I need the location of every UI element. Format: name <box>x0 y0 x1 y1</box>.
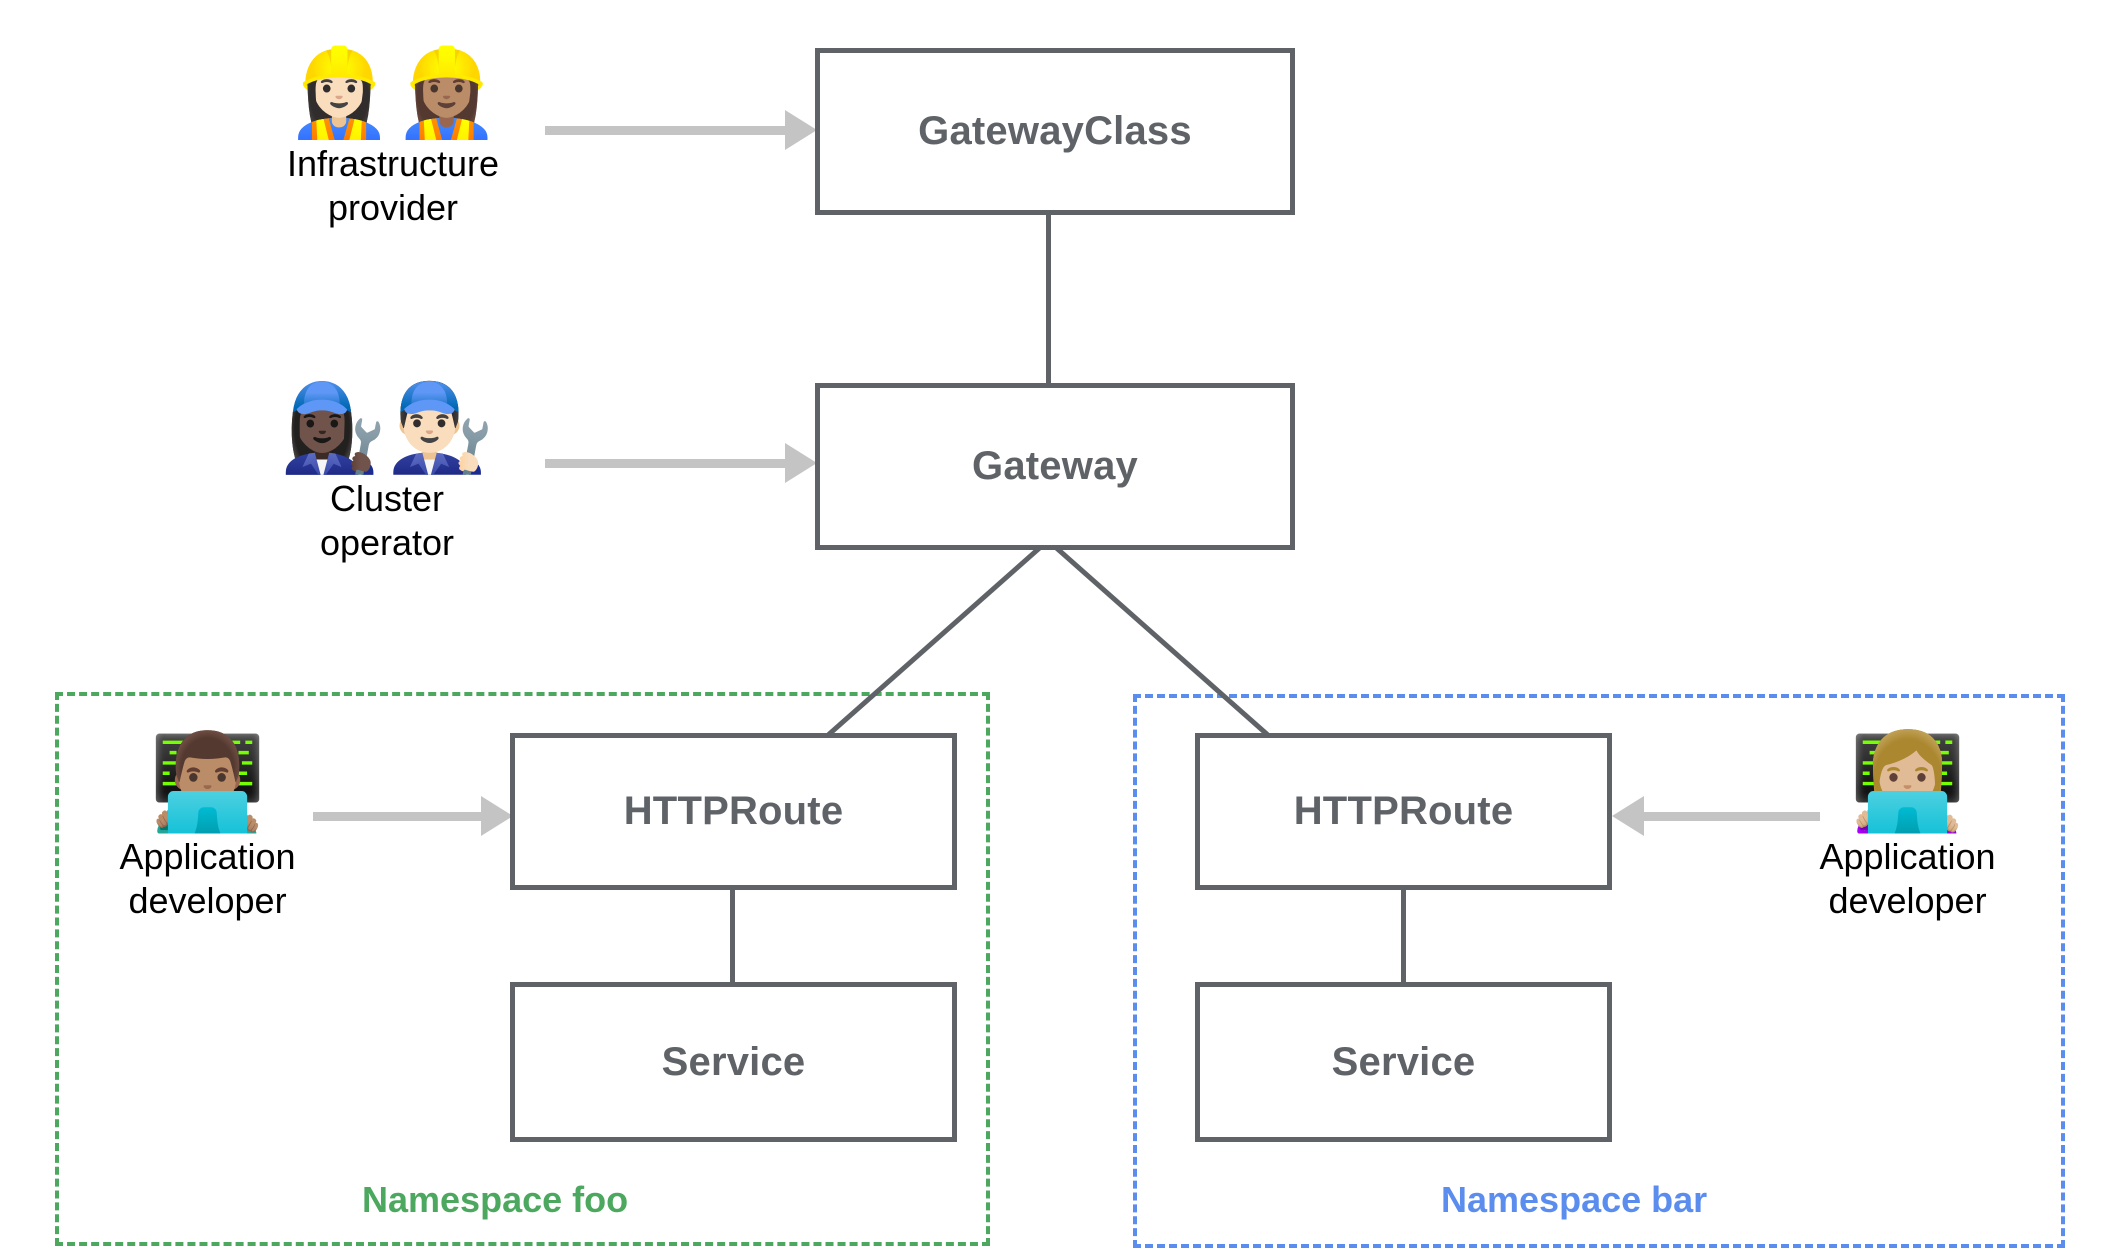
persona-cluster-operator-label: Cluster operator <box>319 478 455 563</box>
persona-app-developer-foo-icons: 👨🏽‍💻 <box>100 735 315 829</box>
persona-app-developer-bar: 👩🏼‍💻 Application developer <box>1800 735 2015 923</box>
node-gatewayclass[interactable]: GatewayClass <box>815 48 1295 215</box>
namespace-group-bar <box>1133 694 2065 1248</box>
persona-app-developer-foo: 👨🏽‍💻 Application developer <box>100 735 315 923</box>
woman-construction-worker-light-icon: 👷🏻‍♀️ <box>285 45 393 141</box>
persona-infrastructure-provider-label: Infrastructure provider <box>286 143 500 228</box>
namespace-foo-label: Namespace foo <box>362 1179 629 1220</box>
node-gateway-label: Gateway <box>972 444 1138 488</box>
arrow-right-icon <box>785 443 817 483</box>
connector-httproute-service-foo <box>730 888 735 984</box>
node-service-foo[interactable]: Service <box>510 982 957 1142</box>
node-gateway[interactable]: Gateway <box>815 383 1295 550</box>
woman-mechanic-dark-icon: 👩🏿‍🔧 <box>279 380 387 476</box>
node-service-foo-label: Service <box>661 1039 806 1084</box>
arrow-devbar-to-httproute <box>1612 796 1820 836</box>
arrow-left-icon <box>1612 796 1644 836</box>
man-technologist-medium-icon: 👨🏽‍💻 <box>148 729 267 834</box>
connector-gatewayclass-gateway <box>1046 213 1051 385</box>
man-mechanic-light-icon: 👨🏻‍🔧 <box>387 380 495 476</box>
arrow-shaft <box>313 812 481 821</box>
node-gatewayclass-label: GatewayClass <box>918 109 1192 153</box>
connector-httproute-service-bar <box>1401 888 1406 984</box>
arrow-shaft <box>545 459 785 468</box>
namespace-group-foo <box>55 692 990 1246</box>
woman-technologist-light-icon: 👩🏼‍💻 <box>1848 729 1967 834</box>
arrow-right-icon <box>785 110 817 150</box>
node-httproute-foo[interactable]: HTTPRoute <box>510 733 957 890</box>
node-httproute-bar[interactable]: HTTPRoute <box>1195 733 1612 890</box>
persona-cluster-operator-icons: 👩🏿‍🔧👨🏻‍🔧 <box>262 385 512 471</box>
arrow-right-icon <box>481 796 513 836</box>
node-httproute-bar-label: HTTPRoute <box>1293 789 1514 833</box>
persona-infrastructure-provider-icons: 👷🏻‍♀️👷🏽‍♀️ <box>268 50 518 136</box>
persona-cluster-operator: 👩🏿‍🔧👨🏻‍🔧 Cluster operator <box>262 385 512 565</box>
namespace-bar-label: Namespace bar <box>1441 1179 1708 1220</box>
persona-app-developer-bar-label: Application developer <box>1819 836 1996 921</box>
persona-infrastructure-provider: 👷🏻‍♀️👷🏽‍♀️ Infrastructure provider <box>268 50 518 230</box>
node-httproute-foo-label: HTTPRoute <box>623 789 844 833</box>
arrow-operator-to-gateway <box>545 443 817 483</box>
arrow-infra-to-gatewayclass <box>545 110 817 150</box>
woman-construction-worker-medium-icon: 👷🏽‍♀️ <box>393 45 501 141</box>
arrow-shaft <box>1644 812 1820 821</box>
node-service-bar[interactable]: Service <box>1195 982 1612 1142</box>
node-service-bar-label: Service <box>1331 1039 1476 1084</box>
persona-app-developer-foo-label: Application developer <box>119 836 296 921</box>
arrow-devfoo-to-httproute <box>313 796 513 836</box>
arrow-shaft <box>545 126 785 135</box>
persona-app-developer-bar-icons: 👩🏼‍💻 <box>1800 735 2015 829</box>
